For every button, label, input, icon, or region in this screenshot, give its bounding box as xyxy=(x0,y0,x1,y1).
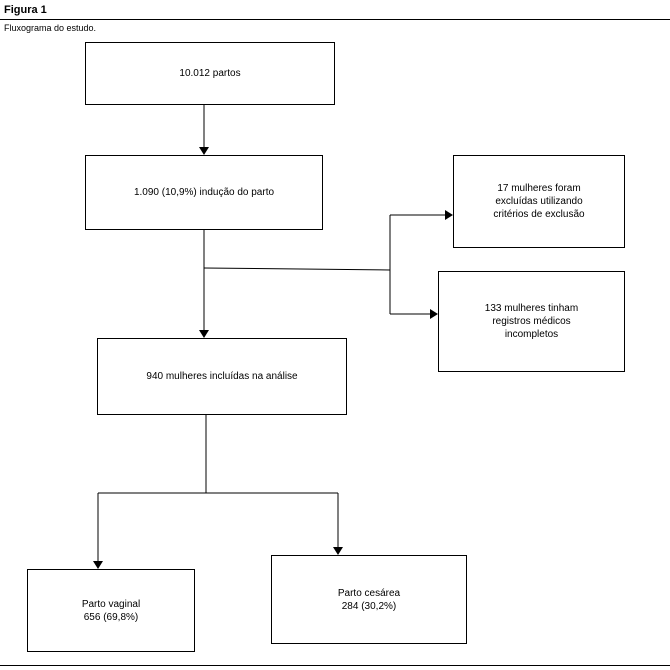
node-registros-incompletos-label: 133 mulheres tinham registros médicos in… xyxy=(484,303,579,340)
node-incluidas: 940 mulheres incluídas na análise xyxy=(97,338,347,415)
node-inducao: 1.090 (10,9%) indução do parto xyxy=(85,155,323,230)
node-parto-cesarea: Parto cesárea 284 (30,2%) xyxy=(271,555,467,644)
node-excluidas-criterios-label: 17 mulheres foram excluídas utilizando c… xyxy=(493,183,585,220)
node-incluidas-label: 940 mulheres incluídas na análise xyxy=(146,371,298,382)
node-excluidas-criterios: 17 mulheres foram excluídas utilizando c… xyxy=(453,155,625,248)
node-inducao-label: 1.090 (10,9%) indução do parto xyxy=(133,187,275,198)
node-parto-vaginal: Parto vaginal 656 (69,8%) xyxy=(27,569,195,652)
node-parto-vaginal-label: Parto vaginal 656 (69,8%) xyxy=(81,598,141,623)
node-partos: 10.012 partos xyxy=(85,42,335,105)
branch-line-exclusions xyxy=(203,267,391,271)
node-registros-incompletos: 133 mulheres tinham registros médicos in… xyxy=(438,271,625,372)
node-partos-label: 10.012 partos xyxy=(179,68,241,79)
figure-title: Figura 1 xyxy=(4,4,47,16)
bottom-rule xyxy=(0,665,670,666)
figure-subtitle: Fluxograma do estudo. xyxy=(4,23,97,33)
top-rule xyxy=(0,19,670,20)
node-parto-cesarea-label: Parto cesárea 284 (30,2%) xyxy=(337,587,401,612)
